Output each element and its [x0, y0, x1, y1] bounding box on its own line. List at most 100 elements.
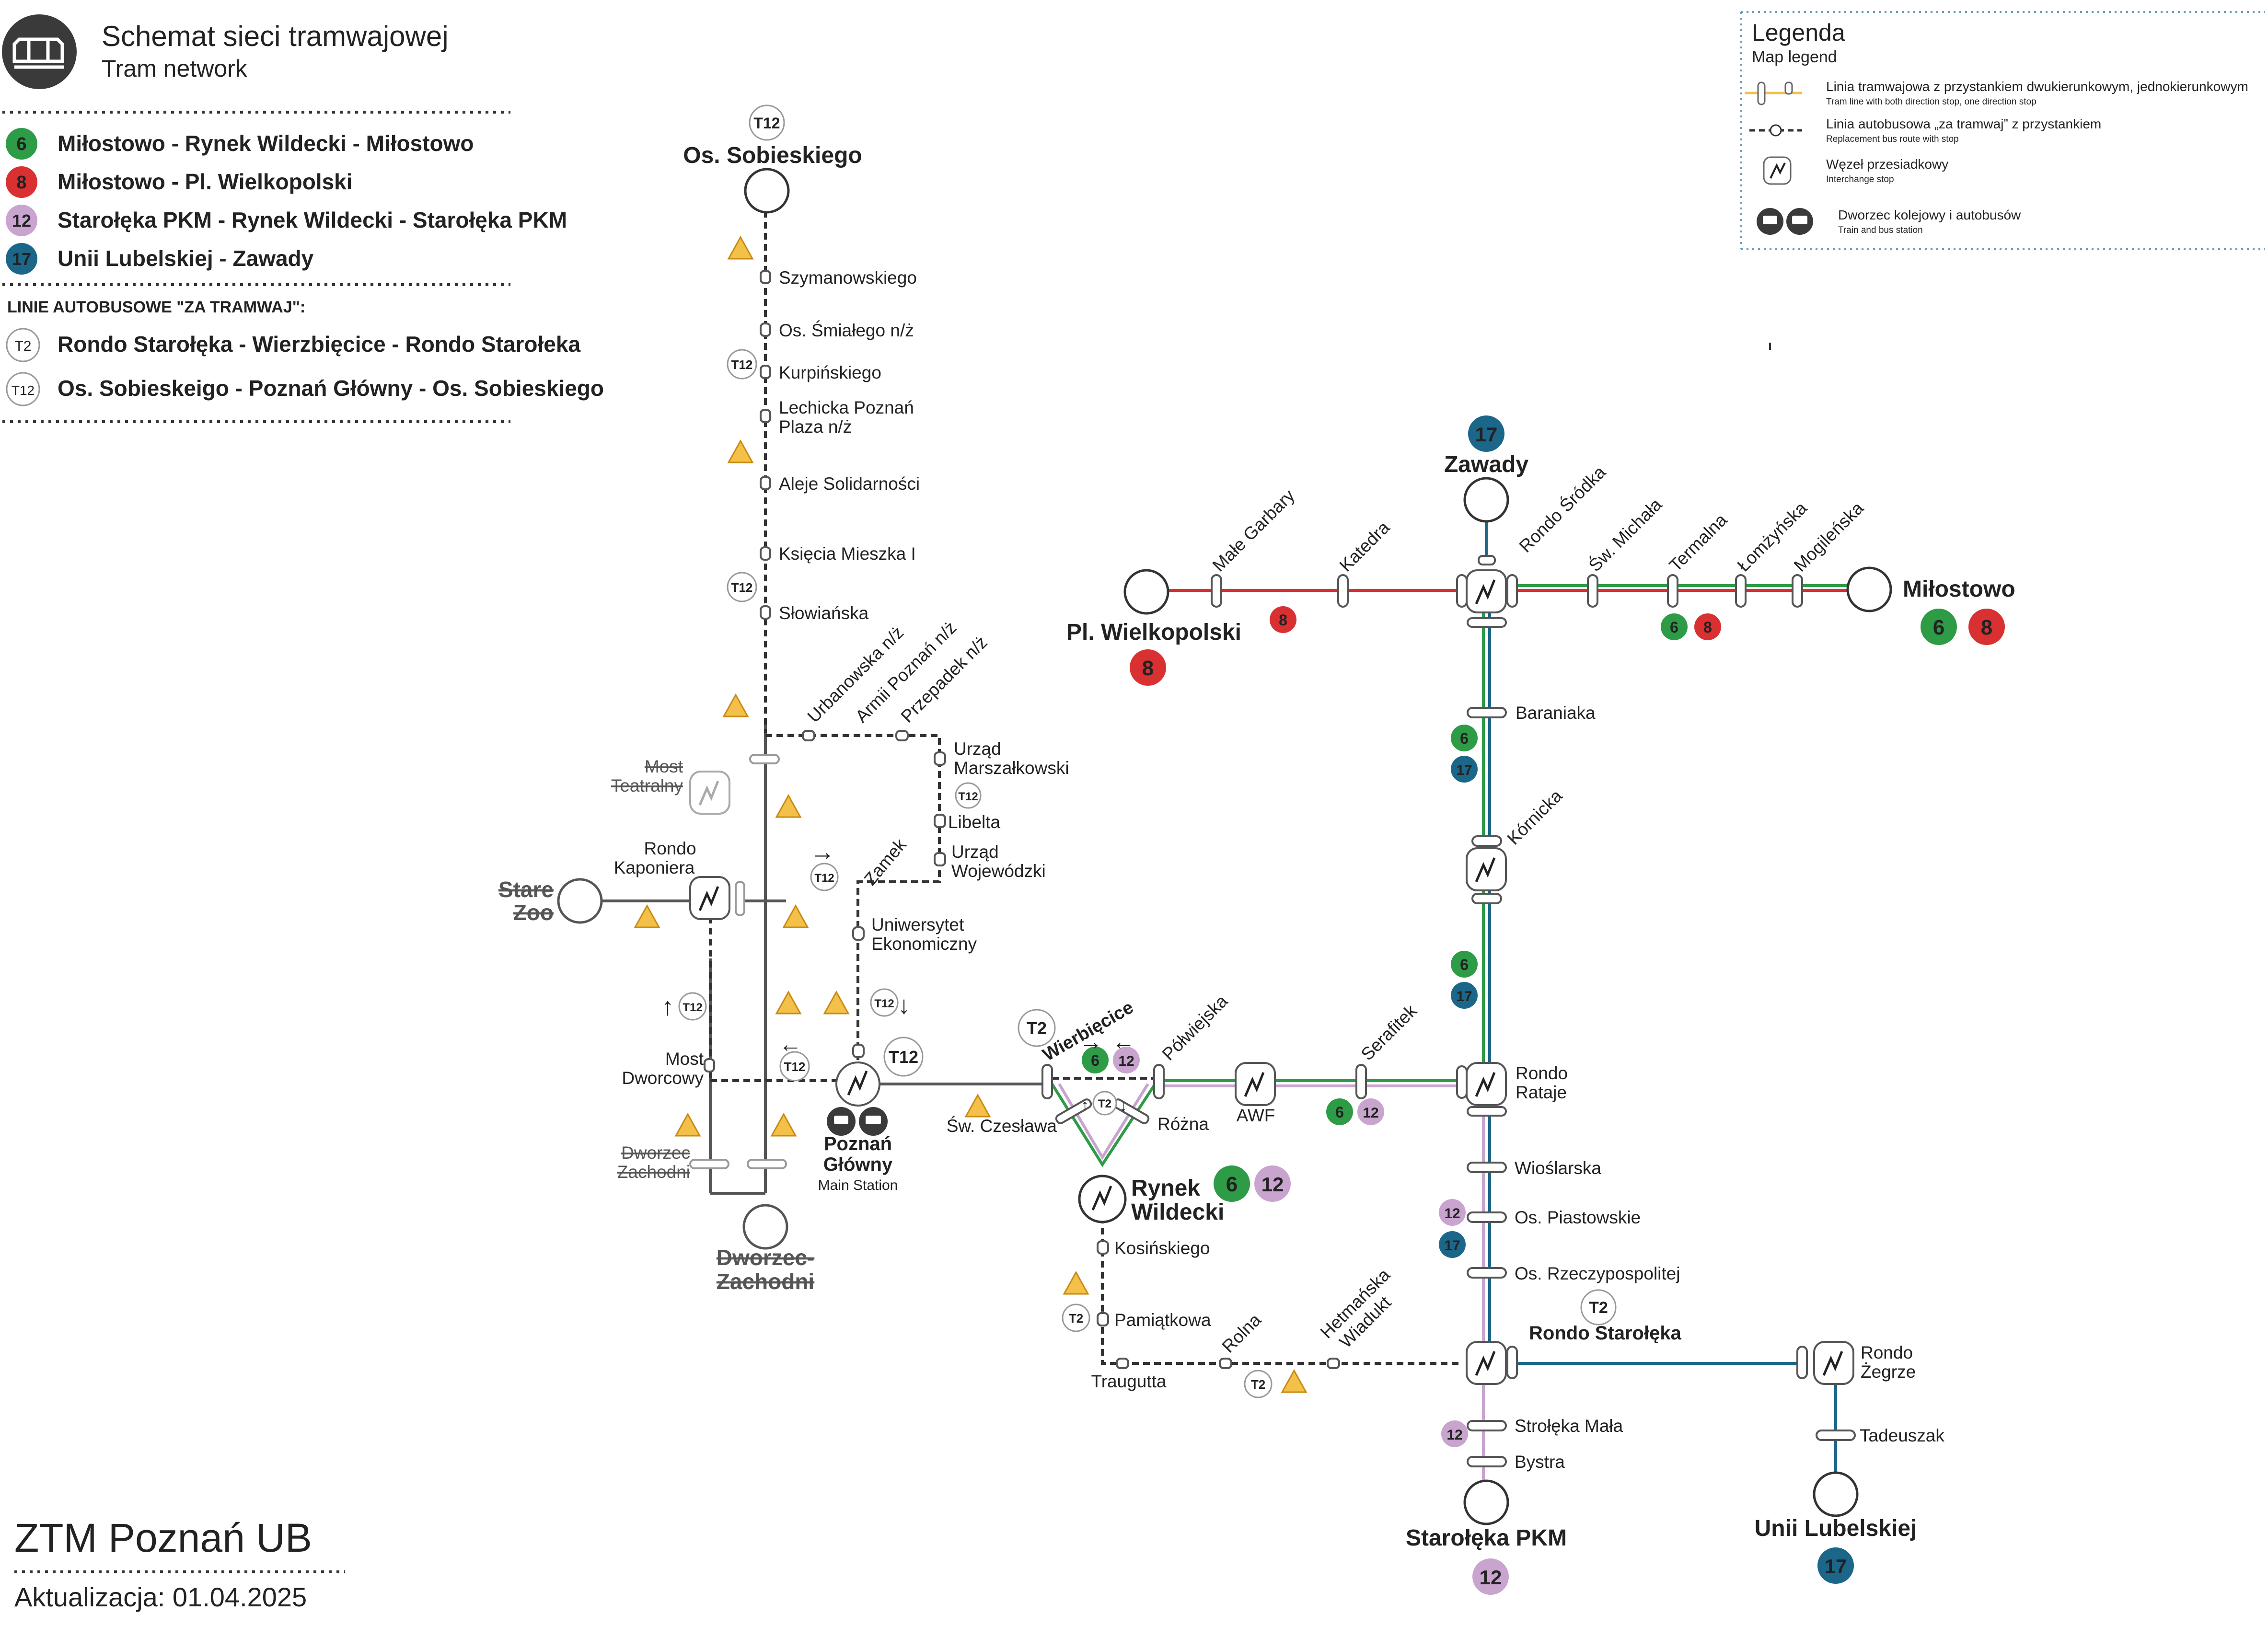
stop-baraniaka[interactable]: [1467, 707, 1507, 718]
stop-wioslarska[interactable]: [1467, 1162, 1507, 1173]
stop-aleje-solidarnosci[interactable]: [760, 476, 771, 490]
legend-bus-stop: [1770, 124, 1782, 137]
terminal-milostowo[interactable]: [1846, 566, 1892, 612]
interchange-poznan-glowny[interactable]: [835, 1061, 880, 1107]
stop-dworzec-zachodni[interactable]: [689, 1159, 729, 1169]
stop-hetmanska[interactable]: [1327, 1358, 1340, 1369]
stop-strolka-mala[interactable]: [1467, 1420, 1507, 1431]
interchange-awf[interactable]: [1235, 1062, 1276, 1106]
map-badges: T12 T12 T12 T12 T12 T12 T12 T12: [678, 104, 2005, 1595]
stop-smialego[interactable]: [760, 323, 771, 337]
stop-tadeuszak[interactable]: [1816, 1430, 1856, 1441]
label-poznan-glowny-2: Główny: [823, 1154, 893, 1175]
stop-wojewodzki[interactable]: [934, 852, 946, 866]
terminal-zawady[interactable]: [1463, 477, 1509, 523]
stop-urbanowska[interactable]: [802, 730, 815, 741]
route-6-badge: 6: [1451, 725, 1478, 751]
svg-text:Wioślarska: Wioślarska: [1515, 1158, 1601, 1178]
svg-text:Kosińskiego: Kosińskiego: [1114, 1238, 1210, 1258]
svg-text:Zachodni: Zachodni: [617, 1162, 690, 1182]
stop-most-dworcowy[interactable]: [704, 1058, 715, 1072]
interchange-kaponiera[interactable]: [689, 876, 730, 920]
interchange-rondo-zegrze[interactable]: [1813, 1341, 1854, 1385]
roadwork-icon: [1063, 1270, 1089, 1295]
route-12-badge: 12: [1357, 1098, 1384, 1125]
stop-kurpinskiego[interactable]: [760, 365, 771, 379]
svg-text:Libelta: Libelta: [948, 812, 1000, 832]
stop-rolna[interactable]: [1219, 1358, 1232, 1369]
svg-text:Teatralny: Teatralny: [611, 776, 683, 796]
terminal-pl-wielkopolski[interactable]: [1123, 569, 1169, 615]
svg-text:6: 6: [16, 134, 26, 154]
svg-text:T2: T2: [1251, 1377, 1265, 1392]
stop-serafitek[interactable]: [1355, 1064, 1367, 1099]
terminal-os-sobieskiego[interactable]: [744, 168, 790, 214]
stop-ue[interactable]: [852, 926, 865, 941]
stop-piastowskie[interactable]: [1467, 1211, 1507, 1223]
svg-text:T12: T12: [12, 383, 35, 398]
stop-rzeczypospolitej[interactable]: [1467, 1267, 1507, 1279]
interchange-rondo-starolka[interactable]: [1466, 1341, 1507, 1385]
svg-text:Lechicka Poznań: Lechicka Poznań: [779, 398, 914, 417]
interchange-rynek-wildecki[interactable]: [1078, 1175, 1127, 1223]
svg-text:12: 12: [1363, 1105, 1378, 1121]
svg-text:Most: Most: [645, 757, 683, 776]
stop-ue-south[interactable]: [852, 1044, 865, 1058]
bus-route-t12: T12 Os. Sobieskeigo - Poznań Główny - Os…: [6, 372, 604, 406]
stop-polwiejska[interactable]: [1153, 1064, 1165, 1099]
stop-lomzynska[interactable]: [1735, 574, 1747, 608]
svg-text:Plaza n/ż: Plaza n/ż: [779, 417, 852, 437]
stop-mogilenska[interactable]: [1792, 574, 1803, 608]
terminal-starolka-pkm[interactable]: [1463, 1479, 1509, 1525]
interchange-rondo-srodka[interactable]: [1466, 569, 1507, 613]
interchange-rondo-rataje[interactable]: [1466, 1062, 1507, 1106]
t12-badge: T12: [749, 104, 785, 141]
stop-szymanowskiego[interactable]: [760, 270, 771, 284]
legend-subtitle: Map legend: [1752, 48, 1837, 66]
svg-text:T12: T12: [958, 790, 978, 803]
stop-markers: [689, 270, 1856, 1467]
route-6-badge: 6: [1921, 609, 1957, 645]
t12-loop-route: [765, 734, 941, 1066]
t2-badge: [6, 328, 40, 362]
svg-text:T12: T12: [889, 1047, 918, 1067]
interchange-kornicka[interactable]: [1466, 847, 1507, 891]
svg-text:Rondo: Rondo: [1516, 1063, 1568, 1083]
terminal-unii-lubelskiej[interactable]: [1813, 1471, 1859, 1517]
terminal-dworzec-zachodni[interactable]: [742, 1204, 788, 1250]
stop-wierzbiecice[interactable]: [1041, 1064, 1053, 1099]
svg-text:17: 17: [1475, 423, 1498, 446]
stop-sw-michala[interactable]: [1587, 574, 1598, 608]
stop-termalna[interactable]: [1667, 574, 1678, 608]
stop-slowianska[interactable]: [760, 605, 771, 620]
label-zawady: Zawady: [1444, 452, 1528, 477]
stop-mieszka[interactable]: [760, 546, 771, 561]
bus-route-t12-label: Os. Sobieskeigo - Poznań Główny - Os. So…: [58, 376, 604, 401]
arrow-down: ↓: [898, 992, 910, 1019]
svg-text:T12: T12: [731, 357, 753, 372]
svg-text:17: 17: [12, 249, 31, 269]
svg-text:Most: Most: [665, 1049, 704, 1069]
stop-marszalkowski[interactable]: [934, 751, 946, 766]
interchange-most-teatralny[interactable]: [689, 771, 730, 815]
terminal-stare-zoo[interactable]: [557, 878, 603, 924]
stop-traugutta[interactable]: [1116, 1358, 1129, 1369]
stop-pamiatkowa[interactable]: [1097, 1312, 1109, 1326]
stop-przepadek[interactable]: [895, 730, 909, 741]
stop-lechicka[interactable]: [760, 409, 771, 423]
stop-bystra[interactable]: [1467, 1456, 1507, 1467]
stop-libelta[interactable]: [934, 814, 946, 828]
route-17-badge: 17: [1468, 415, 1504, 452]
svg-text:Replacement bus route with sto: Replacement bus route with stop: [1826, 134, 1959, 144]
stop-kornicka[interactable]: [1471, 835, 1502, 847]
svg-text:6: 6: [1226, 1173, 1238, 1196]
svg-text:8: 8: [1142, 657, 1154, 680]
route-6-badge: 6: [1661, 613, 1688, 640]
stop-katedra[interactable]: [1337, 574, 1349, 608]
arrow-down-small: ↓: [1119, 1096, 1127, 1115]
stop-sw-czeslawa[interactable]: [1055, 1098, 1092, 1125]
stop-male-garbary[interactable]: [1211, 574, 1222, 608]
roadwork-icon: [722, 693, 749, 717]
stop-kosinskiego[interactable]: [1097, 1240, 1109, 1255]
roadwork-icon: [727, 235, 754, 260]
